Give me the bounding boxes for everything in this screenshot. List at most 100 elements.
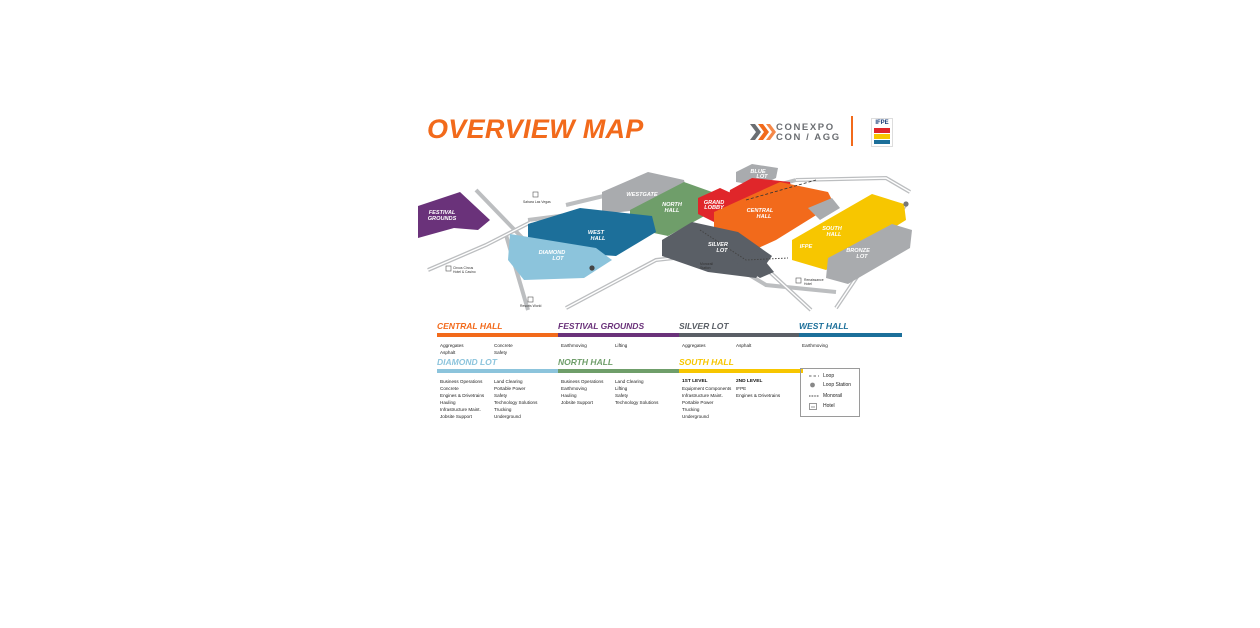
hotel-icon <box>795 277 802 284</box>
place-label-sahara: Sahara Las Vegas <box>523 200 551 204</box>
diamond-lot-area[interactable] <box>508 234 612 280</box>
loop-dashed-line-icon <box>809 375 819 377</box>
map-label-north-hall-line-2: HALL <box>665 208 680 214</box>
map-label-ifpe: IFPE <box>800 244 813 250</box>
ifpe-logo-band-icon <box>874 128 890 133</box>
legend-title: DIAMOND LOT <box>437 357 497 367</box>
hotel-icon <box>445 265 452 272</box>
legend-item: Land Clearing <box>615 379 644 384</box>
south-hall-area[interactable] <box>792 194 906 270</box>
gray-lot-area[interactable] <box>808 198 840 220</box>
legend-item: Trucking <box>682 407 700 412</box>
legend-item: IFPE <box>736 386 747 391</box>
legend-title: FESTIVAL GROUNDS <box>558 321 645 331</box>
ifpe-logo-band-icon <box>874 134 890 139</box>
legend-item: Jobsite Support <box>561 400 593 405</box>
legend-item: Land Clearing <box>494 379 523 384</box>
brand-line-1: CONEXPO <box>776 122 835 133</box>
place-label-circus-line-1: Circus Circus <box>453 266 473 270</box>
legend-items: Aggregates Asphalt <box>679 342 803 349</box>
map-label-central-hall-line-2: HALL <box>757 214 772 220</box>
place-label-resorts: Resorts World <box>520 304 542 308</box>
legend-color-bar <box>437 369 561 373</box>
legend-item: Safety <box>615 393 629 398</box>
map-label-south-hall-line-2: HALL <box>827 232 842 238</box>
legend-item: Underground <box>682 414 709 419</box>
legend-item: Earthmoving <box>561 343 587 348</box>
legend-item: Equipment Components <box>682 386 732 391</box>
key-label: Hotel <box>823 403 835 409</box>
hotel-markers <box>445 191 802 303</box>
legend-color-bar <box>679 333 803 337</box>
legend-items: 1ST LEVEL Equipment Components Infrastru… <box>679 378 803 420</box>
map-label-silver-lot-line-1: SILVER <box>708 242 728 248</box>
legend-items: Business Operations Land Clearing Earthm… <box>558 378 682 406</box>
legend-items: Earthmoving Lifting <box>558 342 682 349</box>
legend-color-bar <box>558 369 682 373</box>
silver-lot-annex-area[interactable] <box>732 250 774 278</box>
festival-grounds-area[interactable] <box>418 192 490 238</box>
ifpe-logo-band-icon <box>874 140 890 144</box>
place-label-renaissance-line-2: Hotel <box>804 282 812 286</box>
legend-west-hall: WEST HALL Earthmoving <box>799 321 902 349</box>
hotel-icon <box>809 403 817 410</box>
westgate-area[interactable] <box>602 172 686 214</box>
legend-north-hall: NORTH HALL Business Operations Land Clea… <box>558 357 682 406</box>
map-label-festival-line-1: FESTIVAL <box>429 210 456 216</box>
ifpe-logo-text: IFPE <box>875 120 889 126</box>
key-label: Loop Station <box>823 382 852 388</box>
map-key: Loop Loop Station Monorail Hotel <box>800 368 860 417</box>
loop-station-dot <box>903 201 909 207</box>
map-label-ifpe-line-1: IFPE <box>800 244 813 250</box>
logo-divider <box>851 116 853 146</box>
legend-item: Hauling <box>561 393 577 398</box>
legend-item: Portable Power <box>494 386 526 391</box>
legend-color-bar <box>558 333 682 337</box>
legend-central-hall: CENTRAL HALL Aggregates Concrete Asphalt… <box>437 321 561 356</box>
map-label-diamond-lot-line-1: DIAMOND <box>539 250 566 256</box>
hotel-icon <box>532 191 539 198</box>
level-heading: 2ND LEVEL <box>736 379 763 384</box>
key-label: Monorail <box>823 393 843 399</box>
bronze-lot-area[interactable] <box>826 224 912 284</box>
south-hall-level-1: 1ST LEVEL Equipment Components Infrastru… <box>682 378 736 420</box>
legend-item: Earthmoving <box>802 343 828 348</box>
legend-item: Aggregates <box>440 343 464 348</box>
ifpe-logo: IFPE <box>871 118 893 147</box>
legend-item: Safety <box>494 393 508 398</box>
place-label-renaissance-line-1: Renaissance <box>804 278 824 282</box>
map-label-north-hall-line-1: NORTH <box>662 202 683 208</box>
legend-title: SOUTH HALL <box>679 357 734 367</box>
legend-item: Technology Solutions <box>615 400 659 405</box>
legend-items: Business Operations Land Clearing Concre… <box>437 378 561 420</box>
legend-item: Engines & Drivetrains <box>736 393 781 398</box>
loop-station-dot <box>589 265 595 271</box>
map-label-blue-lot-line-1: BLUE <box>750 169 765 175</box>
monorail-line <box>699 229 789 261</box>
key-label: Loop <box>823 373 835 379</box>
map-label-westgate-line-1: WESTGATE <box>626 192 658 198</box>
map-label-south-hall-line-1: SOUTH <box>822 226 843 232</box>
legend-color-bar <box>437 333 561 337</box>
legend-item: Trucking <box>494 407 512 412</box>
legend-items: Aggregates Concrete Asphalt Safety <box>437 342 561 356</box>
loop-station-dot-icon <box>810 382 815 388</box>
brand-line-2: CON / AGG <box>776 132 841 143</box>
map-label-westgate: WESTGATE <box>626 192 658 198</box>
central-hall-area[interactable] <box>714 182 834 250</box>
legend-item: Lifting <box>615 386 628 391</box>
legend-title: NORTH HALL <box>558 357 614 367</box>
legend-item: Infrastructure Maint. <box>440 407 481 412</box>
legend-item: Safety <box>494 350 508 355</box>
